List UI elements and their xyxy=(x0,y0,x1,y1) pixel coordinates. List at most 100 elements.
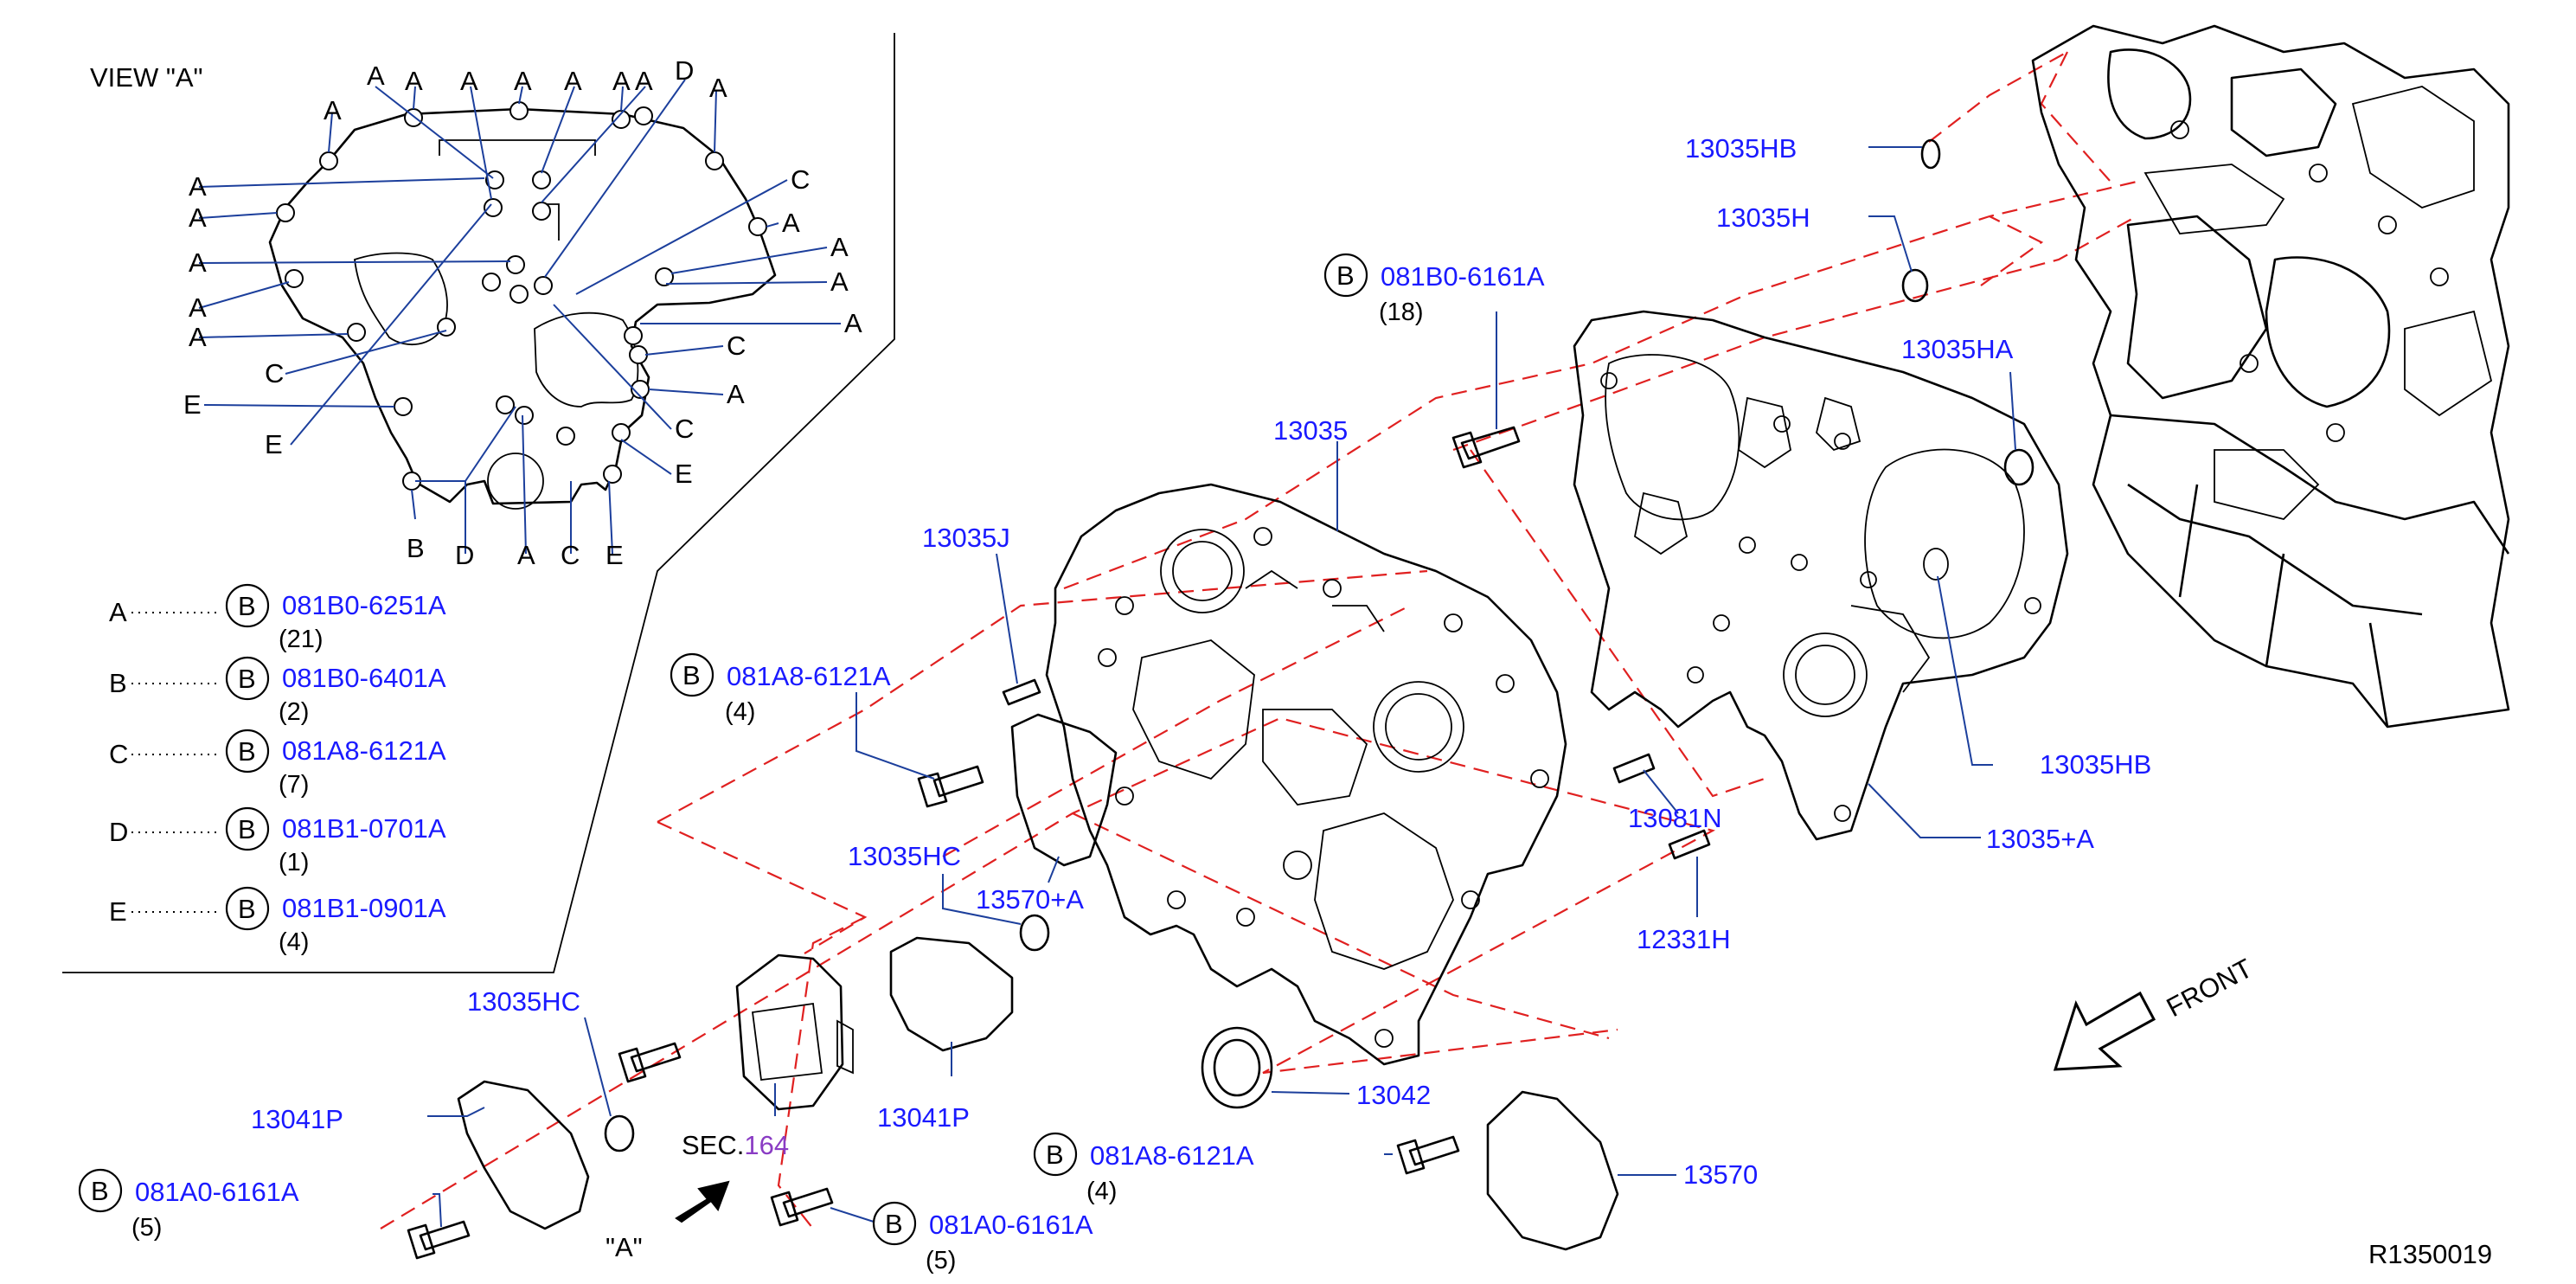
cover-13041P-left xyxy=(457,1080,590,1230)
svg-text:A: A xyxy=(517,540,535,570)
svg-text:A: A xyxy=(635,66,653,96)
svg-text:B: B xyxy=(407,533,425,563)
callout-081B0-6161A: B 081B0-6161A (18) xyxy=(1323,253,1545,326)
legend-row-d: D B 081B1-0701A (1) xyxy=(109,806,446,876)
svg-text:(2): (2) xyxy=(279,698,309,726)
svg-text:B: B xyxy=(1336,260,1355,291)
callout-13035: 13035 xyxy=(1273,415,1348,446)
rear-timing-cover xyxy=(1573,310,2069,841)
oil-seal-13042 xyxy=(1201,1026,1273,1109)
callout-13081N: 13081N xyxy=(1628,803,1722,833)
callout-13570: 13570 xyxy=(1683,1159,1758,1190)
svg-text:081A8-6121A: 081A8-6121A xyxy=(1090,1140,1254,1171)
legend-row-b: B B 081B0-6401A (2) xyxy=(109,656,446,726)
seal-13035HA xyxy=(2003,448,2035,486)
svg-text:B: B xyxy=(238,814,256,844)
svg-text:(4): (4) xyxy=(725,698,755,726)
svg-text:081A0-6161A: 081A0-6161A xyxy=(929,1210,1093,1240)
svg-text:(4): (4) xyxy=(279,928,309,956)
callout-081A8-6121A-b: B 081A8-6121A (4) xyxy=(1033,1132,1254,1205)
svg-text:A: A xyxy=(460,66,478,96)
front-timing-cover xyxy=(1045,483,1567,1066)
svg-text:A: A xyxy=(189,247,207,278)
callout-13035HC-left: 13035HC xyxy=(467,986,580,1017)
reference-code: R1350019 xyxy=(2368,1239,2492,1269)
callout-13035H: 13035H xyxy=(1716,202,1810,233)
svg-text:A: A xyxy=(405,66,423,96)
callout-13035J: 13035J xyxy=(922,523,1010,553)
svg-text:(5): (5) xyxy=(131,1214,162,1242)
view-a-inset: VIEW "A" xyxy=(62,33,895,973)
legend-part-d: 081B1-0701A xyxy=(282,813,446,844)
callout-081A0-6161A-mid: B 081A0-6161A (5) xyxy=(872,1201,1093,1274)
front-arrow: FRONT xyxy=(2053,953,2258,1071)
callout-13570-plus-a: 13570+A xyxy=(976,884,1084,915)
legend-row-a: A B 081B0-6251A (21) xyxy=(109,583,446,653)
seal-13035HB-top xyxy=(1920,138,1941,170)
svg-text:B: B xyxy=(682,660,701,690)
svg-text:081B0-6161A: 081B0-6161A xyxy=(1381,261,1545,292)
svg-text:C: C xyxy=(561,540,580,570)
legend-part-b: 081B0-6401A xyxy=(282,663,446,693)
svg-text:E: E xyxy=(265,429,283,459)
gasket-13570-plus-a xyxy=(1010,713,1118,867)
view-leaders xyxy=(198,79,841,555)
callout-12331H: 12331H xyxy=(1637,924,1731,954)
callout-13035HC-mid: 13035HC xyxy=(848,841,961,871)
svg-text:A: A xyxy=(367,61,385,91)
svg-text:A: A xyxy=(844,308,862,338)
svg-text:(1): (1) xyxy=(279,849,309,876)
callouts: 13035HB 13035H B 081B0-6161A (18) 13035H… xyxy=(78,133,2258,1274)
bolt-legend: A B 081B0-6251A (21) B B 081B0-6401A (2)… xyxy=(109,583,446,956)
svg-text:A: A xyxy=(109,597,127,627)
main-leaders xyxy=(427,146,2016,1228)
legend-part-c: 081A8-6121A xyxy=(282,735,446,766)
view-inner-window-right xyxy=(534,311,639,408)
svg-text:A: A xyxy=(189,292,207,323)
svg-text:B: B xyxy=(91,1176,109,1206)
svg-text:A: A xyxy=(189,171,207,202)
svg-text:E: E xyxy=(183,389,202,420)
callout-sec-164: SEC.164 xyxy=(682,1130,789,1160)
svg-text:D: D xyxy=(675,55,694,86)
svg-text:B: B xyxy=(238,591,256,621)
svg-text:SEC.164: SEC.164 xyxy=(682,1130,789,1160)
view-title: VIEW "A" xyxy=(90,62,203,93)
svg-text:A: A xyxy=(189,322,207,352)
view-inner-window-left xyxy=(354,252,448,345)
svg-text:B: B xyxy=(109,668,127,698)
bolt-081A8-6121A-b xyxy=(1396,1135,1460,1175)
svg-text:081A0-6161A: 081A0-6161A xyxy=(135,1177,299,1207)
svg-text:E: E xyxy=(109,896,127,927)
view-a-arrow: "A" xyxy=(606,1180,730,1262)
engine-block xyxy=(2031,24,2510,729)
gasket-13570 xyxy=(1486,1090,1619,1251)
svg-text:D: D xyxy=(455,540,474,570)
bolt-left-1 xyxy=(618,1042,682,1083)
cover-13041P-mid xyxy=(889,936,1014,1052)
callout-13035-plus-a: 13035+A xyxy=(1986,824,2094,854)
svg-text:B: B xyxy=(238,664,256,694)
svg-text:(4): (4) xyxy=(1086,1178,1117,1205)
svg-text:E: E xyxy=(675,459,693,489)
svg-text:A: A xyxy=(564,66,582,96)
svg-text:081A8-6121A: 081A8-6121A xyxy=(727,661,891,691)
svg-text:E: E xyxy=(606,540,624,570)
svg-text:B: B xyxy=(885,1209,903,1239)
inset-border xyxy=(62,33,895,973)
svg-text:C: C xyxy=(109,739,128,769)
pin-13081N xyxy=(1612,753,1656,784)
callout-13035HB-right: 13035HB xyxy=(2040,749,2151,780)
svg-text:A: A xyxy=(727,379,745,409)
callout-13042: 13042 xyxy=(1356,1080,1431,1110)
seal-13035HC-left xyxy=(604,1114,635,1152)
svg-text:A: A xyxy=(189,202,207,233)
seal-13035HC-mid xyxy=(1019,914,1050,952)
svg-text:A: A xyxy=(612,66,631,96)
seal-13035H xyxy=(1901,268,1929,303)
callout-13035HB-top: 13035HB xyxy=(1685,133,1797,164)
callout-13041P-left: 13041P xyxy=(251,1104,343,1134)
callout-081A0-6161A-left: B 081A0-6161A (5) xyxy=(78,1168,299,1242)
svg-text:B: B xyxy=(238,736,256,767)
